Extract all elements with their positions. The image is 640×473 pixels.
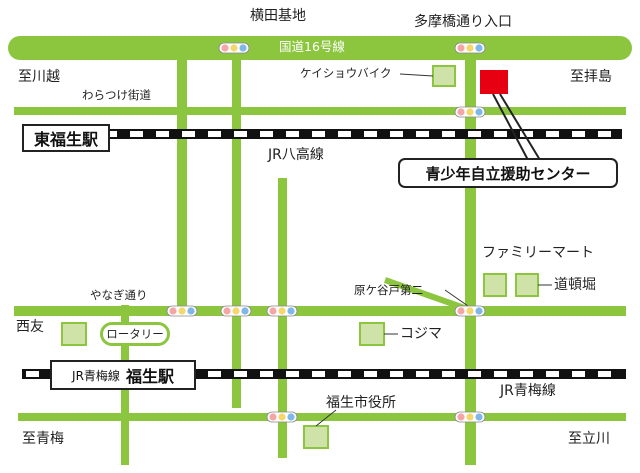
- rail-hachiko-dashes: [108, 131, 619, 137]
- to-haijima-label: 至拝島: [570, 69, 612, 85]
- signal-red-lamp: [223, 307, 231, 315]
- road-yanagi: [14, 306, 626, 316]
- signal-yellow-lamp: [466, 307, 474, 315]
- traffic-signal: [266, 305, 298, 317]
- signal-yellow-lamp: [232, 307, 240, 315]
- signal-red-lamp: [269, 307, 277, 315]
- hachiko-label: JR八高線: [268, 147, 324, 163]
- signal-red-lamp: [457, 307, 465, 315]
- route16-label: 国道16号線: [279, 39, 345, 54]
- waratsuke-label: わらつけ街道: [82, 88, 151, 102]
- destination-pointer-left: [492, 93, 529, 161]
- signal-red-lamp: [457, 108, 465, 116]
- station-higashi-fussa-label: 東福生駅: [33, 130, 98, 149]
- leader-city-hall: [315, 409, 337, 427]
- ome-label-right: JR青梅線: [500, 383, 556, 399]
- road-v-right: [465, 40, 476, 465]
- signal-yellow-lamp: [466, 413, 474, 421]
- family-mart-label: ファミリーマート: [482, 245, 594, 261]
- signal-red-lamp: [169, 307, 177, 315]
- kojima-label: コジマ: [400, 326, 442, 342]
- signal-red-lamp: [457, 44, 465, 52]
- signal-blue-lamp: [475, 413, 483, 421]
- rotary: ロータリー: [100, 322, 170, 346]
- road-waratsuke: [14, 107, 626, 115]
- destination-callout: 青少年自立援助センター: [398, 158, 618, 188]
- to-ome-label: 至青梅: [22, 431, 64, 447]
- rail-ome-dashes: [25, 371, 623, 377]
- leader-keishou: [399, 73, 434, 77]
- leader-haragayato: [444, 289, 469, 307]
- traffic-signal: [454, 42, 486, 54]
- signal-blue-lamp: [475, 44, 483, 52]
- signal-yellow-lamp: [466, 44, 474, 52]
- rail-hachiko: [105, 129, 622, 139]
- signal-blue-lamp: [475, 108, 483, 116]
- signal-blue-lamp: [239, 44, 247, 52]
- signal-blue-lamp: [187, 307, 195, 315]
- tamabashi-label: 多摩橋通り入口: [414, 14, 512, 30]
- signal-blue-lamp: [287, 413, 295, 421]
- station-higashi-fussa: 東福生駅: [22, 124, 110, 152]
- station-fussa-label: 福生駅: [125, 367, 174, 386]
- signal-blue-lamp: [475, 307, 483, 315]
- signal-blue-lamp: [287, 307, 295, 315]
- traffic-signal: [266, 411, 298, 423]
- signal-yellow-lamp: [230, 44, 238, 52]
- destination-pointer-right: [499, 93, 541, 161]
- rail-ome: [22, 369, 626, 379]
- station-fussa: JR青梅線 福生駅: [50, 360, 196, 390]
- keishou-bike-label: ケイショウバイク: [300, 66, 392, 80]
- destination-callout-label: 青少年自立援助センター: [425, 164, 591, 183]
- yokota-label: 横田基地: [250, 8, 306, 24]
- landmark-nishitomo: [61, 322, 87, 346]
- traffic-signal: [454, 106, 486, 118]
- traffic-signal: [454, 305, 486, 317]
- road-v-center: [278, 178, 287, 458]
- signal-yellow-lamp: [466, 108, 474, 116]
- city-hall-label: 福生市役所: [326, 395, 396, 411]
- station-fussa-line-label: JR青梅線: [72, 368, 120, 383]
- landmark-family-mart: [483, 273, 507, 297]
- signal-blue-lamp: [241, 307, 249, 315]
- signal-red-lamp: [269, 413, 277, 421]
- signal-yellow-lamp: [278, 413, 286, 421]
- yanagi-label: やなぎ通り: [90, 288, 148, 302]
- signal-red-lamp: [221, 44, 229, 52]
- signal-red-lamp: [457, 413, 465, 421]
- destination-marker: [480, 70, 508, 94]
- signal-yellow-lamp: [278, 307, 286, 315]
- traffic-signal: [218, 42, 250, 54]
- landmark-doutonbori: [515, 273, 539, 297]
- road-v-left: [177, 48, 187, 310]
- to-tachikawa-label: 至立川: [568, 431, 610, 447]
- landmark-city-hall: [303, 425, 329, 449]
- traffic-signal: [220, 305, 252, 317]
- nishitomo-label: 西友: [16, 319, 44, 335]
- to-kawagoe-label: 至川越: [18, 69, 60, 85]
- road-route16: [8, 36, 632, 60]
- rotary-label: ロータリー: [106, 327, 164, 341]
- landmark-keishou-bike: [432, 65, 456, 87]
- road-diagonal: [384, 277, 471, 313]
- haragayato-label: 原ケ谷戸第二: [354, 283, 423, 297]
- traffic-signal: [454, 411, 486, 423]
- landmark-kojima: [359, 322, 385, 346]
- traffic-signal: [166, 305, 198, 317]
- signal-yellow-lamp: [178, 307, 186, 315]
- road-south: [18, 413, 626, 421]
- road-v-mid-left: [232, 48, 241, 408]
- doutonbori-label: 道頓堀: [554, 277, 596, 293]
